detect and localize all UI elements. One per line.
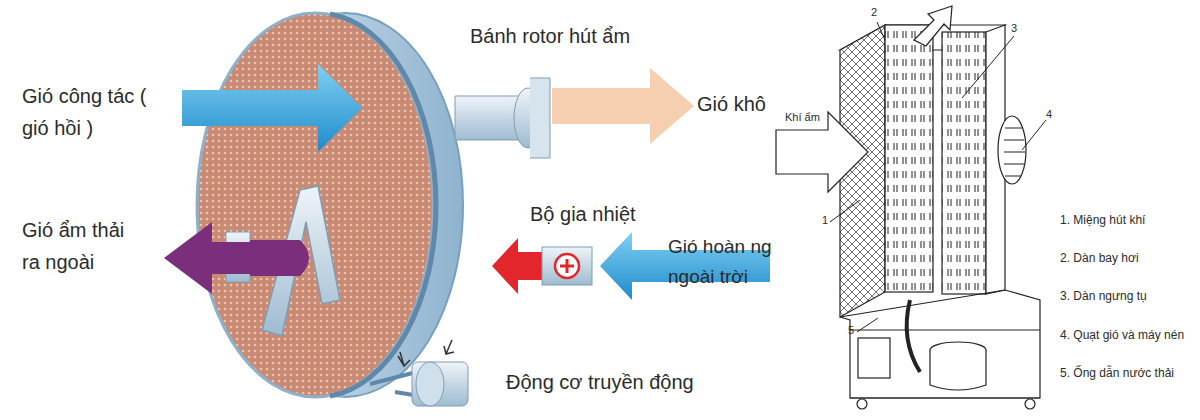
desiccant-rotor — [197, 13, 463, 397]
part-list-item: 2. Dàn bay hơi — [1060, 251, 1139, 265]
air-label: Gió khô — [697, 92, 766, 116]
wheel — [857, 399, 867, 409]
callout-number: 5 — [848, 324, 854, 337]
fan — [998, 116, 1026, 184]
part-list-item: 3. Dàn ngưng tụ — [1060, 289, 1147, 303]
callout-number: 2 — [871, 6, 877, 19]
heater-label: Bộ gia nhiệt — [530, 202, 636, 226]
motor-label: Động cơ truyền động — [506, 370, 694, 394]
drive-motor — [370, 340, 468, 406]
rotor-face — [197, 13, 433, 397]
heater — [542, 247, 592, 285]
dry-air-arrow — [552, 68, 694, 144]
air-label: Gió hoàn ng ngoài trời — [668, 232, 786, 293]
callout-number: 3 — [1011, 22, 1017, 35]
part-list-item: 4. Quạt gió và máy nén — [1060, 328, 1184, 342]
callout-number: 4 — [1046, 108, 1052, 121]
dry-air-duct — [455, 78, 550, 158]
evaporator-coil — [885, 25, 933, 292]
humid-air-arrow — [776, 112, 868, 192]
outlet-arrow — [914, 6, 952, 46]
process-air-arrow — [182, 64, 362, 152]
dehumidifier-drawing — [776, 6, 1046, 409]
exhaust-arrow — [164, 222, 300, 294]
wheel — [1025, 399, 1035, 409]
cabinet-base — [840, 290, 1040, 398]
drain-hose — [907, 300, 920, 372]
part-list-item: 1. Miệng hút khí — [1060, 213, 1145, 227]
rotor-label: Bánh rotor hút ẩm — [470, 24, 630, 48]
callout-number: 1 — [822, 214, 828, 227]
air-label: Gió ẩm thải ra ngoài — [22, 214, 137, 278]
drive-belt — [330, 14, 436, 396]
part-list-item: 5. Ống dẫn nước thải — [1060, 366, 1174, 380]
control-box — [858, 338, 890, 378]
compressor-body — [930, 350, 986, 390]
condenser-coil — [942, 32, 986, 294]
leader-line — [830, 22, 1046, 332]
air-label: Gió công tác ( gió hồi ) — [22, 80, 150, 144]
air-label: Khí ẩm — [785, 111, 820, 124]
